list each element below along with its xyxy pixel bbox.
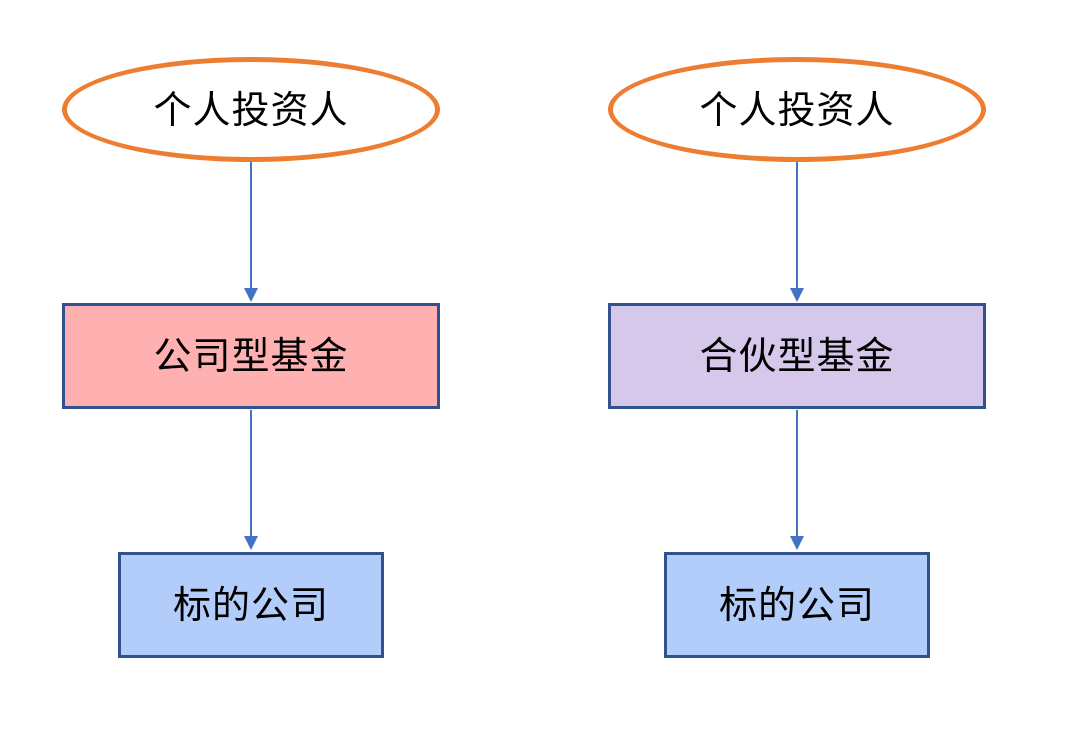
- right-target-box: 标的公司: [664, 552, 930, 658]
- left-fund-label: 公司型基金: [153, 334, 349, 378]
- left-target-box: 标的公司: [118, 552, 384, 658]
- right-fund-label: 合伙型基金: [699, 334, 895, 378]
- down-arrow-icon: [244, 410, 258, 550]
- down-arrow-icon: [790, 410, 804, 550]
- right-investor-label: 个人投资人: [699, 87, 895, 132]
- down-arrow-icon: [244, 162, 258, 302]
- left-investor-ellipse: 个人投资人: [62, 57, 440, 162]
- left-target-label: 标的公司: [172, 583, 329, 627]
- left-investor-label: 个人投资人: [153, 87, 349, 132]
- right-investor-ellipse: 个人投资人: [608, 57, 986, 162]
- right-fund-box: 合伙型基金: [608, 303, 986, 409]
- down-arrow-icon: [790, 162, 804, 302]
- left-fund-box: 公司型基金: [62, 303, 440, 409]
- right-target-label: 标的公司: [718, 583, 875, 627]
